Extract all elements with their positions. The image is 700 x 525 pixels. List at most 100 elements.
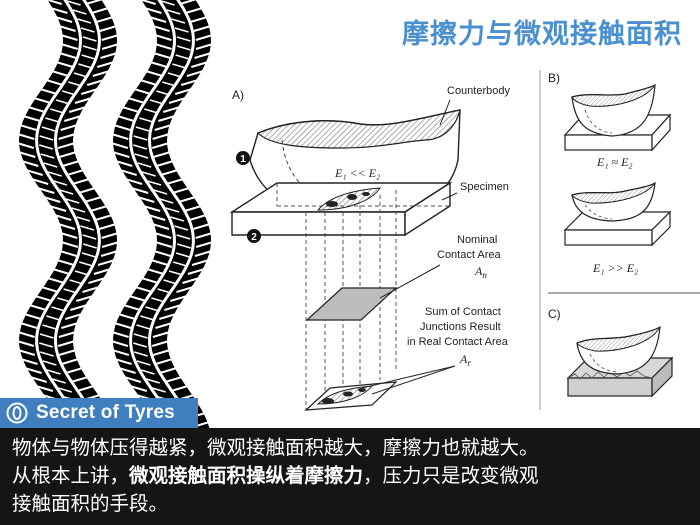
tyre-sipe [56, 259, 75, 266]
tyre-sipe [57, 387, 72, 393]
tyre-sipe [131, 187, 149, 194]
tyre-sipe [151, 387, 166, 393]
tyre-sipe [135, 126, 150, 132]
sum-symbol: Ar [459, 352, 471, 368]
tyre-sipe [135, 286, 153, 293]
tyre-sipe [190, 16, 208, 23]
tyre-sipe [76, 295, 94, 302]
tyre-sipe [136, 360, 151, 366]
tyre-sipe [175, 252, 190, 258]
tyre-sipe [81, 54, 96, 60]
tyre-sipe [60, 124, 78, 131]
tyre-sipe [18, 151, 36, 158]
tyre-sipe [115, 160, 133, 167]
tyre-sipe [57, 142, 76, 149]
tyre-sipe [150, 259, 169, 266]
tyre-sipe [154, 43, 172, 50]
tyre-sipe [195, 232, 213, 239]
tyre-sipe [58, 25, 76, 32]
tyre-sipe [153, 189, 168, 195]
tyre-sipe [61, 322, 79, 329]
tyre-sipe [78, 63, 93, 69]
tyre-sipe [45, 79, 64, 86]
tyre-sipe [51, 378, 66, 384]
tyre-sipe [113, 322, 132, 329]
tyre-sipe [159, 313, 177, 320]
nominal-area-shape [305, 287, 398, 321]
tyre-sipe [59, 189, 74, 195]
tyre-sipe [68, 81, 83, 87]
tyre-sipe [158, 115, 176, 122]
tyre-sipe [164, 304, 182, 311]
tyre-sipe [80, 27, 95, 33]
tyre-sipe [176, 243, 191, 249]
tyre-sipe [195, 34, 213, 41]
tyre-sipe [60, 241, 79, 248]
tyre-sipe [70, 376, 89, 383]
tyre-sipe [191, 259, 210, 266]
tyre-sipe [39, 135, 54, 141]
tyre-sipe [97, 61, 115, 68]
tyre-sipe [25, 169, 43, 176]
tyre-sipe [96, 16, 114, 23]
tyre-sipe [162, 81, 177, 87]
tyre-sipe [145, 70, 163, 77]
counterbody-label: Counterbody [447, 85, 510, 97]
panel-b-bottom-figure [563, 181, 672, 247]
tyre-sipe [70, 304, 88, 311]
tyre-sipe [191, 61, 209, 68]
tyre-sipe [34, 295, 53, 302]
tyre-sipe [146, 268, 164, 275]
tyre-sipe [82, 243, 97, 249]
tyre-sipe [151, 223, 170, 230]
tyre-sipe [133, 144, 148, 150]
tyre-sipe [152, 133, 170, 140]
caption-line-2-pre: 从根本上讲， [12, 464, 130, 487]
caption-line-3: 接触面积的手段。 [12, 492, 169, 515]
tyre-sipe [174, 27, 189, 33]
tyre-sipe [39, 333, 54, 339]
tyre-sipe [65, 367, 83, 374]
tyre-sipe [170, 295, 188, 302]
tyre-sipe [29, 376, 48, 383]
tyre-sipe [137, 162, 152, 168]
tyre-sipe [121, 106, 140, 113]
tyre-sipe [44, 0, 62, 5]
tyre-sipe [180, 79, 199, 86]
tyre-sipe [133, 351, 148, 357]
tyre-sipe [168, 97, 187, 104]
tyre-body [19, 0, 117, 428]
tyre-sipe [42, 324, 57, 330]
tyre-sipe [65, 313, 83, 320]
tyre-sipe [110, 142, 129, 149]
tyre-sipe [111, 349, 130, 356]
tyre-sipe [133, 333, 148, 339]
tyre-sipe [68, 106, 87, 113]
tyre-sipe [62, 90, 77, 96]
panel-b-label: B) [548, 71, 560, 85]
tyre-sipe [149, 16, 167, 23]
tyre-sipe [138, 0, 156, 5]
tyre-sipe [84, 196, 102, 203]
tyre-sipe [193, 223, 211, 230]
contact-area-diagram: A) E₁ << E₂ Counterbody 1 Specimen [229, 70, 700, 411]
tyre-sipe [176, 286, 194, 293]
tyre-sipe [82, 286, 100, 293]
marker-1-icon [236, 151, 250, 165]
tyre-sipe [194, 52, 212, 59]
tyre-sipe [144, 108, 159, 114]
tyre-sipe [73, 72, 88, 78]
page-title: 摩擦力与微观接触面积 [402, 19, 682, 50]
tyre-sipe [153, 151, 171, 158]
tyre-sipe [153, 250, 171, 257]
tyre-logo-icon [6, 402, 28, 424]
tyre-sipe [49, 205, 67, 212]
tyre-sipe [77, 18, 92, 24]
tyre-sipe [22, 115, 41, 122]
tyre-sipe [42, 360, 57, 366]
tyre-sipe [58, 133, 76, 140]
panel-c-label: C) [548, 307, 561, 321]
tyre-sipe [93, 268, 111, 275]
tyre-sipe [163, 279, 178, 285]
tyre-sipe [16, 142, 35, 149]
